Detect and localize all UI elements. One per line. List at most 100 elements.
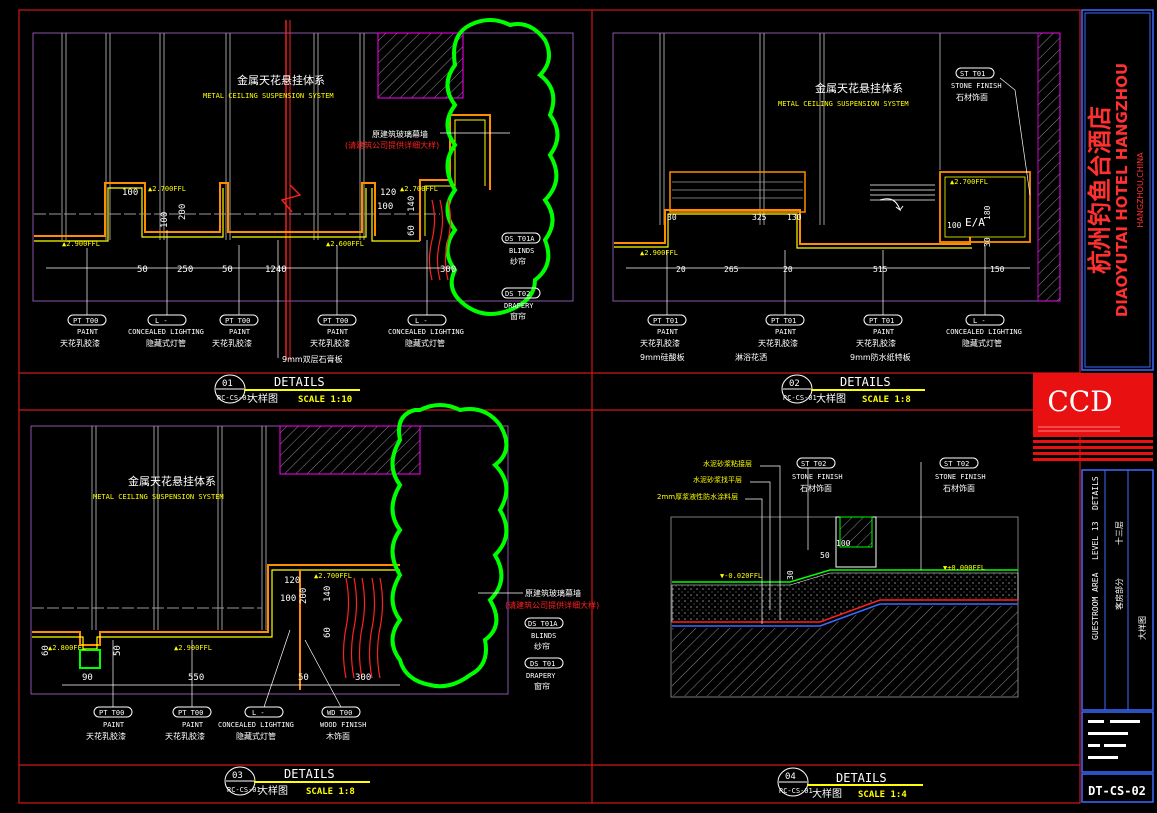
title-02-no: 02 bbox=[789, 379, 800, 389]
d2-paint-code-2: PT T01 bbox=[771, 317, 796, 325]
d2-paint-code-1: PT T01 bbox=[653, 317, 678, 325]
d2-shower: 淋浴花洒 bbox=[735, 352, 767, 362]
d2-stone-en: STONE FINISH bbox=[951, 82, 1002, 90]
d3-paint-cn-2: 天花乳胶漆 bbox=[165, 731, 205, 741]
d2-dim-30: 30 bbox=[667, 213, 677, 222]
d3-curtain-cn: 原建筑玻璃幕墙 bbox=[525, 588, 581, 598]
d1-gypsum: 9mm双层石膏板 bbox=[282, 354, 343, 364]
d1-paint-en-3: PAINT bbox=[327, 328, 349, 336]
d3-dim-120: 120 bbox=[284, 576, 300, 586]
d3-wood-cn: 木饰面 bbox=[326, 731, 350, 741]
title-03-ref: RC-CS-01 bbox=[227, 786, 261, 794]
d3-dim-550: 550 bbox=[188, 673, 204, 683]
d3-wood-en: WOOD FINISH bbox=[320, 721, 366, 729]
d3-wood-code: WD T00 bbox=[327, 709, 352, 717]
d4-wp-1: 水泥砂浆粘接层 bbox=[703, 459, 752, 468]
d4-dim-100: 100 bbox=[836, 539, 851, 548]
title-04-ref: RC-CS-01 bbox=[779, 787, 813, 795]
d3-ceiling-cn: 金属天花悬挂体系 bbox=[128, 474, 216, 488]
detail-02: 金属天花悬挂体系 METAL CEILING SUSPENSION SYSTEM… bbox=[612, 32, 1061, 362]
d3-dim-300: 300 bbox=[355, 673, 371, 683]
d3-ceiling-en: METAL CEILING SUSPENSION SYSTEM bbox=[93, 493, 224, 501]
detail-01: 金属天花悬挂体系 METAL CEILING SUSPENSION SYSTEM… bbox=[32, 18, 574, 364]
d2-dim-20a: 20 bbox=[676, 265, 686, 274]
d1-el-4: ▲2.700FFL bbox=[400, 185, 438, 193]
d3-el-5: ▲2.800FFL bbox=[48, 644, 86, 652]
d1-dim-60: 60 bbox=[407, 225, 417, 236]
d1-dim-100c: 100 bbox=[377, 202, 393, 212]
title-03-no: 03 bbox=[232, 771, 243, 781]
title-02-title: DETAILS bbox=[840, 375, 891, 389]
title-01-ref: RC-CS-01 bbox=[217, 394, 251, 402]
d1-dim-120: 120 bbox=[380, 188, 396, 198]
d3-el-1: ▲2.700FFL bbox=[314, 572, 352, 580]
detail-title-03: 03 RC-CS-01 DETAILS 大样图 SCALE 1:8 bbox=[224, 766, 370, 797]
d1-light-cn-2: 隐藏式灯管 bbox=[405, 338, 445, 348]
d4-wp-3: 2mm厚浆液性防水涂料层 bbox=[657, 492, 738, 501]
sheet-cn: 大样图 bbox=[1137, 616, 1147, 640]
area-en: GUESTROOM AREA bbox=[1091, 572, 1100, 640]
d2-paint-code-3: PT T01 bbox=[869, 317, 894, 325]
title-01-scale: SCALE 1:10 bbox=[298, 395, 352, 405]
d1-curtain-sub: (请建筑公司提供详细大样) bbox=[345, 140, 439, 150]
d2-paint-cn-1: 天花乳胶漆 bbox=[640, 338, 680, 348]
d4-stone-code-1: ST T02 bbox=[801, 460, 826, 468]
d2-stone-cn: 石材饰面 bbox=[956, 92, 988, 102]
detail-title-02: 02 RC-CS-01 DETAILS 大样图 SCALE 1:8 bbox=[781, 374, 925, 405]
d1-light-cn-1: 隐藏式灯管 bbox=[146, 338, 186, 348]
title-04-scale: SCALE 1:4 bbox=[858, 790, 907, 800]
title-02-ref: RC-CS-01 bbox=[783, 394, 817, 402]
d1-blinds-en: BLINDS bbox=[509, 247, 534, 255]
hotel-name-cn: 杭州钓鱼台酒店 bbox=[1086, 106, 1114, 274]
title-01-title: DETAILS bbox=[274, 375, 325, 389]
d1-tags: DS T01A BLINDS 纱帘 DS T02 DRAPERY 窗帘 PT T… bbox=[60, 232, 541, 364]
d2-dim-150: 150 bbox=[990, 265, 1005, 274]
d1-dim-300: 300 bbox=[440, 265, 456, 275]
drawing-number: DT-CS-02 bbox=[1088, 784, 1146, 798]
d2-dim-265: 265 bbox=[724, 265, 739, 274]
d1-dim-100a: 100 bbox=[122, 188, 138, 198]
d1-light-code-2: L - bbox=[415, 317, 428, 325]
d3-curtain-sub: (请建筑公司提供详细大样) bbox=[505, 600, 599, 610]
d3-light-cn: 隐藏式灯管 bbox=[236, 731, 276, 741]
d1-light-code-1: L - bbox=[155, 317, 168, 325]
d4-stone-code-2: ST T02 bbox=[944, 460, 969, 468]
d1-dim-50b: 50 bbox=[222, 265, 233, 275]
d1-paint-code-3: PT T00 bbox=[323, 317, 348, 325]
d2-el-1: ▲2.700FFL bbox=[950, 178, 988, 186]
d4-el-6: ▼-0.020FFL bbox=[720, 572, 762, 580]
d3-dim-100: 100 bbox=[280, 594, 296, 604]
d3-drapery-cn: 窗帘 bbox=[534, 681, 550, 691]
d3-paint-en-2: PAINT bbox=[182, 721, 204, 729]
d2-paint-en-2: PAINT bbox=[775, 328, 797, 336]
d3-blinds-en: BLINDS bbox=[531, 632, 556, 640]
title-04-cn: 大样图 bbox=[812, 787, 842, 800]
title-03-title: DETAILS bbox=[284, 767, 335, 781]
d1-paint-cn-3: 天花乳胶漆 bbox=[310, 338, 350, 348]
d3-el-2: ▲2.900FFL bbox=[174, 644, 212, 652]
d1-ceiling-en: METAL CEILING SUSPENSION SYSTEM bbox=[203, 92, 334, 100]
title-01-cn: 大样图 bbox=[248, 392, 278, 405]
d3-light-en: CONCEALED LIGHTING bbox=[218, 721, 294, 729]
title-03-scale: SCALE 1:8 bbox=[306, 787, 355, 797]
d2-board: 9mm硅酸板 bbox=[640, 352, 685, 362]
area-cn: 客房部分 bbox=[1114, 578, 1124, 610]
title-02-cn: 大样图 bbox=[816, 392, 846, 405]
d1-dim-140: 140 bbox=[407, 196, 417, 212]
d1-light-en-2: CONCEALED LIGHTING bbox=[388, 328, 464, 336]
d2-dim-325: 325 bbox=[752, 213, 767, 222]
d1-drapery-en: DRAPERY bbox=[504, 302, 534, 310]
d1-curtain-cn: 原建筑玻璃幕墙 bbox=[372, 129, 428, 139]
d1-el-1: ▲2.700FFL bbox=[148, 185, 186, 193]
d4-dim-50: 50 bbox=[820, 551, 830, 560]
title-04-title: DETAILS bbox=[836, 771, 887, 785]
d1-paint-en-1: PAINT bbox=[77, 328, 99, 336]
d3-dim-140: 140 bbox=[323, 586, 333, 602]
title-02-scale: SCALE 1:8 bbox=[862, 395, 911, 405]
d3-dim-50c: 50 bbox=[113, 645, 123, 656]
d4-stone-en-1: STONE FINISH bbox=[792, 473, 843, 481]
d2-dim-100: 100 bbox=[947, 221, 962, 230]
ccd-logo-box bbox=[1033, 373, 1153, 437]
title-03-cn: 大样图 bbox=[258, 784, 288, 797]
d4-dim-30: 30 bbox=[786, 570, 795, 580]
